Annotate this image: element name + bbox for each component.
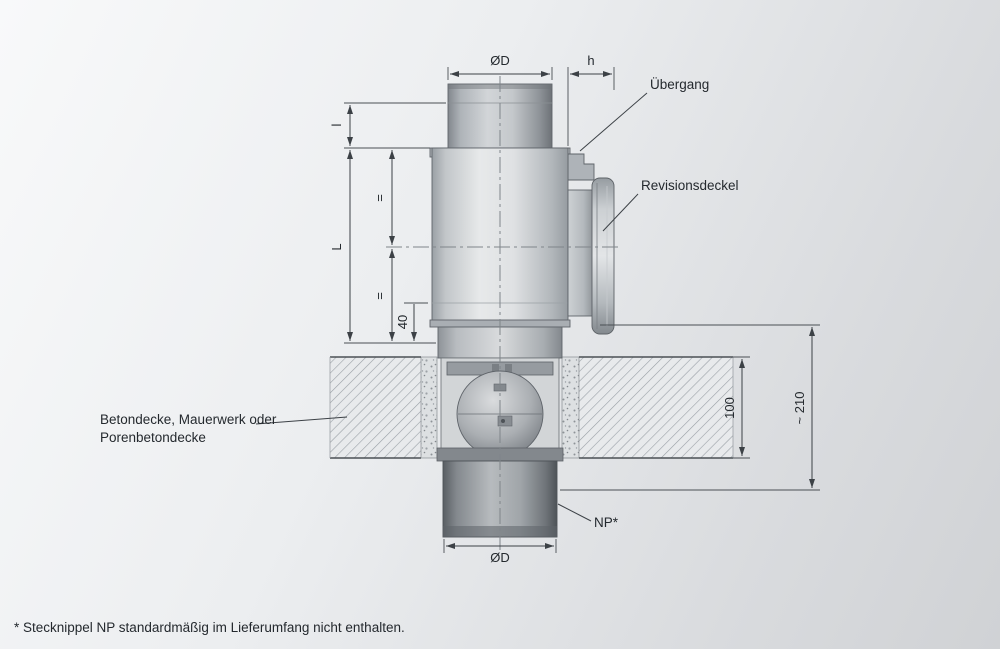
dim-od-top: ØD	[447, 53, 553, 80]
flue-fitting	[429, 83, 615, 538]
ceiling-label-line1: Betondecke, Mauerwerk oder	[100, 412, 277, 427]
dim-label-l: l	[329, 123, 344, 126]
dim-label-100: 100	[722, 397, 737, 419]
uebergang-label: Übergang	[650, 77, 709, 92]
dim-label-L: L	[329, 243, 344, 250]
ceiling-label-line2: Porenbetondecke	[100, 430, 206, 445]
dim-h: h	[567, 53, 615, 146]
ceiling-slab	[329, 356, 734, 459]
dim-l: l	[329, 102, 446, 146]
np-label: NP*	[594, 515, 619, 530]
dim-label-40: 40	[395, 315, 410, 329]
dim-equal-upper: =	[372, 150, 395, 245]
revision-cover	[591, 177, 615, 335]
dim-label-210: ~ 210	[792, 392, 807, 425]
dim-od-bottom: ØD	[443, 539, 557, 565]
dim-label-od-bottom: ØD	[490, 550, 510, 565]
dim-100: 100	[700, 356, 750, 459]
dim-40: 40	[395, 302, 428, 341]
uebergang-leader	[579, 92, 648, 152]
mortar-joint-right	[561, 356, 580, 459]
dim-label-equal-lower: =	[372, 292, 387, 300]
ceiling-leader	[255, 416, 348, 425]
footnote: * Stecknippel NP standardmäßig im Liefer…	[14, 620, 405, 635]
np-nipple	[442, 460, 558, 538]
revisionsdeckel-leader	[602, 193, 639, 232]
annotations: Übergang Revisionsdeckel Betondecke, Mau…	[100, 77, 739, 530]
mortar-joint-left	[420, 356, 438, 459]
dim-label-od-top: ØD	[490, 53, 510, 68]
ceiling-slab-right	[579, 357, 733, 458]
dim-label-equal-upper: =	[372, 194, 387, 202]
revision-branch	[567, 189, 595, 317]
dim-label-h: h	[587, 53, 594, 68]
dim-L: L	[329, 147, 436, 344]
cover-clamp-step	[567, 153, 595, 181]
np-leader	[557, 503, 592, 522]
dim-210: ~ 210	[560, 324, 820, 491]
dimensions: ØD h l L = =	[329, 53, 820, 565]
revisionsdeckel-label: Revisionsdeckel	[641, 178, 739, 193]
dim-equal-lower: =	[372, 249, 395, 341]
ceiling-slab-left	[330, 357, 421, 458]
centerlines	[386, 76, 620, 550]
